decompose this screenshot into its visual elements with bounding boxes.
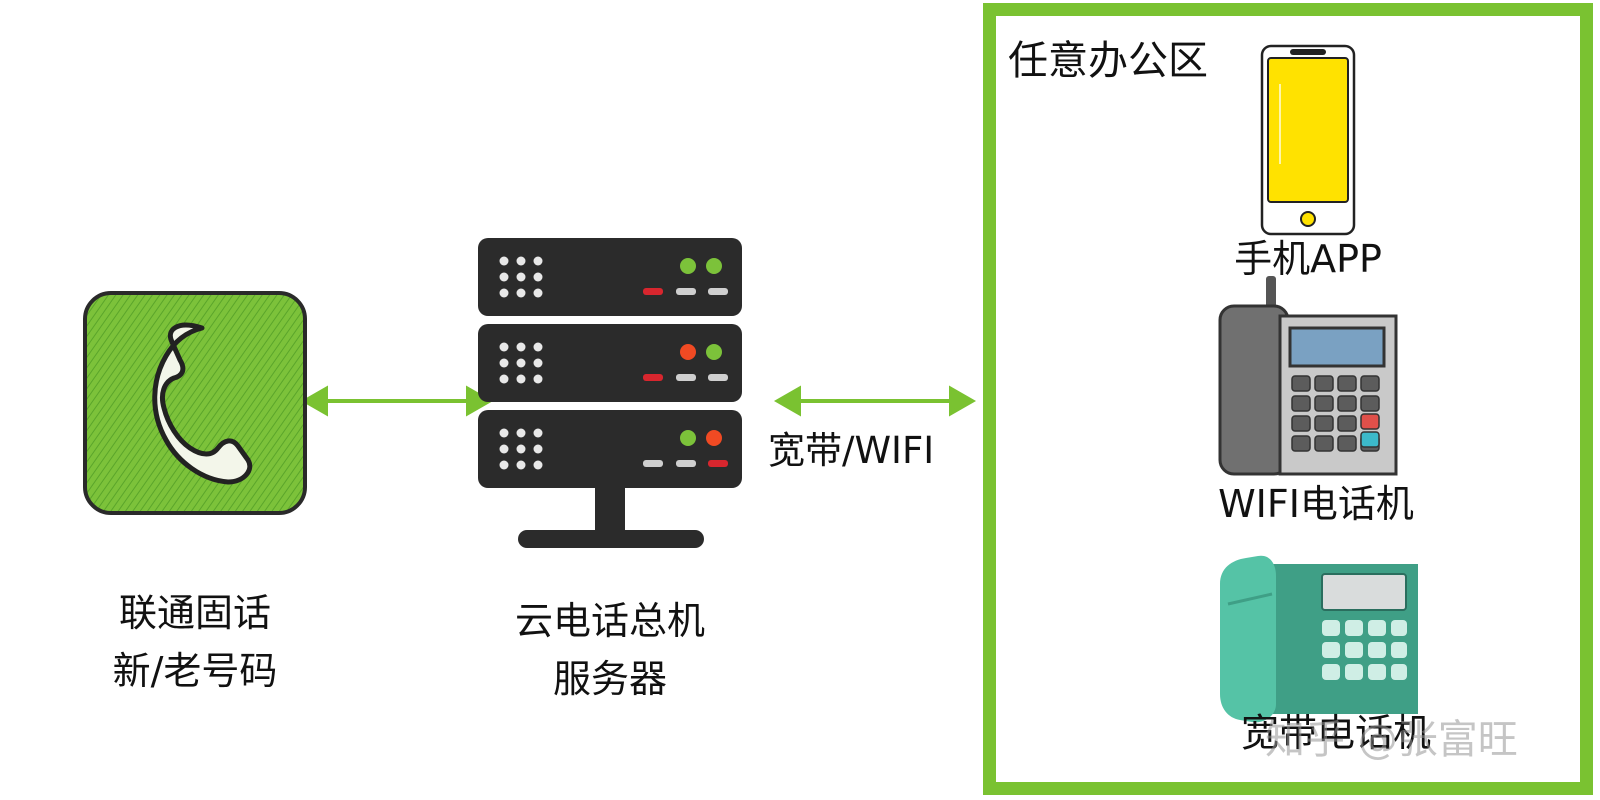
- wifi-desk-phone-icon: [1218, 276, 1398, 476]
- device-label-broadband-phone: 宽带电话机: [1240, 711, 1431, 755]
- left-phone-label-line1: 联通固话: [118, 591, 271, 635]
- server-unit-3: [499, 428, 728, 470]
- left-phone-label-line2: 新/老号码: [112, 648, 278, 693]
- arrow-phone-server: [300, 385, 494, 417]
- server-label-line2: 服务器: [552, 656, 667, 701]
- office-area-title: 任意办公区: [1008, 38, 1208, 84]
- server-caption: 云电话总机 服务器: [490, 598, 730, 703]
- handset-icon: [83, 291, 307, 515]
- left-phone-caption: 联通固话 新/老号码: [80, 590, 310, 695]
- smartphone-icon: [1260, 44, 1356, 236]
- server-unit-2: [499, 342, 728, 384]
- server-label-line1: 云电话总机: [514, 599, 705, 643]
- device-label-wifi-phone: WIFI电话机: [1218, 482, 1414, 526]
- arrow-server-office: [773, 385, 977, 417]
- link-label: 宽带/WIFI: [768, 429, 935, 472]
- office-area-frame: [983, 3, 1593, 795]
- watermark-text: 知乎 @张富旺: [1265, 717, 1518, 763]
- device-label-app: 手机APP: [1234, 237, 1382, 281]
- broadband-desk-phone-icon: [1220, 555, 1418, 723]
- server-rack-icon: [478, 238, 742, 548]
- server-unit-1: [499, 256, 728, 298]
